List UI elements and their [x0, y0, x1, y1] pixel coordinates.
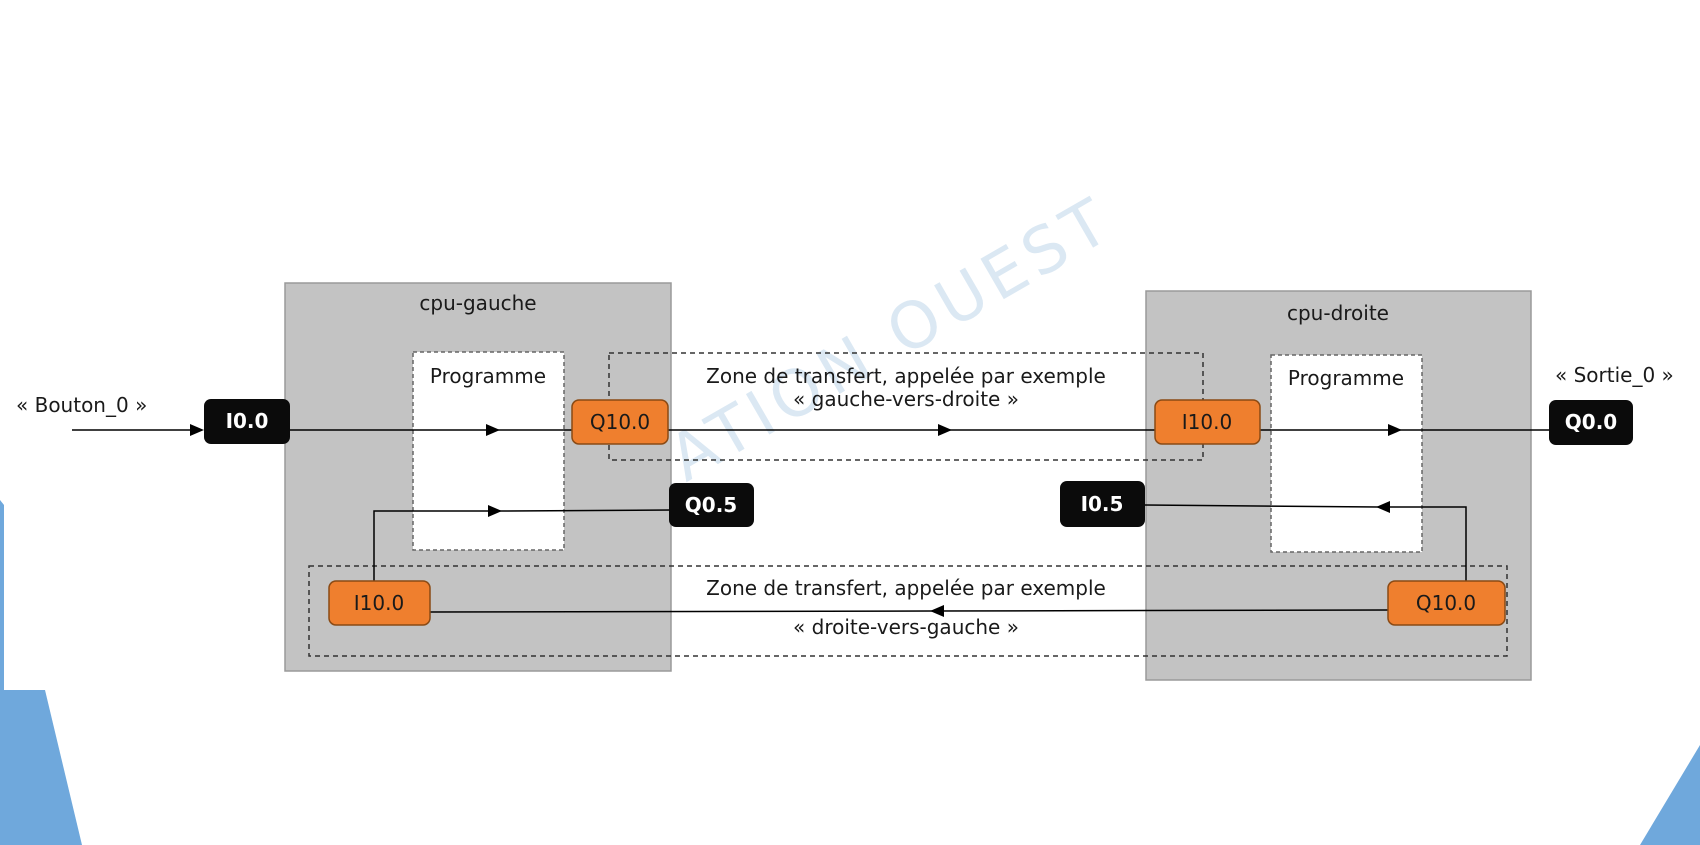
tag-i100-left-text: I10.0 — [354, 591, 404, 615]
transfer-bottom-line2: « droite-vers-gauche » — [793, 615, 1019, 639]
left-edge-strip — [0, 500, 4, 690]
tag-q00: Q0.0 — [1549, 400, 1633, 445]
tag-q100-left-text: Q10.0 — [590, 410, 650, 434]
left-corner-shape — [0, 690, 82, 845]
tag-q100-right: Q10.0 — [1387, 580, 1506, 626]
program-right-label: Programme — [1288, 366, 1404, 390]
tag-i100-right-text: I10.0 — [1182, 410, 1232, 434]
tag-i100-right: I10.0 — [1154, 399, 1261, 445]
tag-i05: I0.5 — [1060, 481, 1145, 527]
output-sortie-label: « Sortie_0 » — [1555, 363, 1674, 387]
wire-i100l-to-program — [373, 505, 502, 581]
wire-i05-program — [1144, 504, 1379, 508]
wire-q100r-transfer — [930, 604, 1389, 617]
wire-q100r-to-i05 — [1376, 501, 1467, 581]
transfer-top-line2: « gauche-vers-droite » — [793, 387, 1019, 411]
tag-i00-text: I0.0 — [226, 409, 269, 433]
tag-q05-text: Q0.5 — [685, 493, 737, 517]
wire-transfer-to-i100l — [429, 610, 933, 613]
tag-i100-left: I10.0 — [328, 580, 431, 626]
input-bouton-label: « Bouton_0 » — [16, 393, 147, 417]
transfer-zone-bottom — [308, 565, 1508, 657]
tag-i05-text: I0.5 — [1081, 492, 1124, 516]
cpu-right-title: cpu-droite — [1287, 301, 1389, 325]
wire-program-to-q05 — [499, 509, 673, 512]
transfer-zone-top — [608, 352, 1204, 461]
program-left-label: Programme — [430, 364, 546, 388]
right-corner-shape — [1640, 745, 1700, 845]
tag-q00-text: Q0.0 — [1565, 410, 1617, 434]
transfer-bottom-line1: Zone de transfert, appelée par exemple — [706, 576, 1106, 600]
tag-q05: Q0.5 — [669, 483, 754, 527]
cpu-left-title: cpu-gauche — [419, 291, 536, 315]
tag-q100-left: Q10.0 — [571, 399, 669, 445]
tag-q100-right-text: Q10.0 — [1416, 591, 1476, 615]
program-left-box — [412, 351, 565, 551]
transfer-top-line1: Zone de transfert, appelée par exemple — [706, 364, 1106, 388]
tag-i00: I0.0 — [204, 399, 290, 444]
program-right-box — [1270, 354, 1423, 553]
